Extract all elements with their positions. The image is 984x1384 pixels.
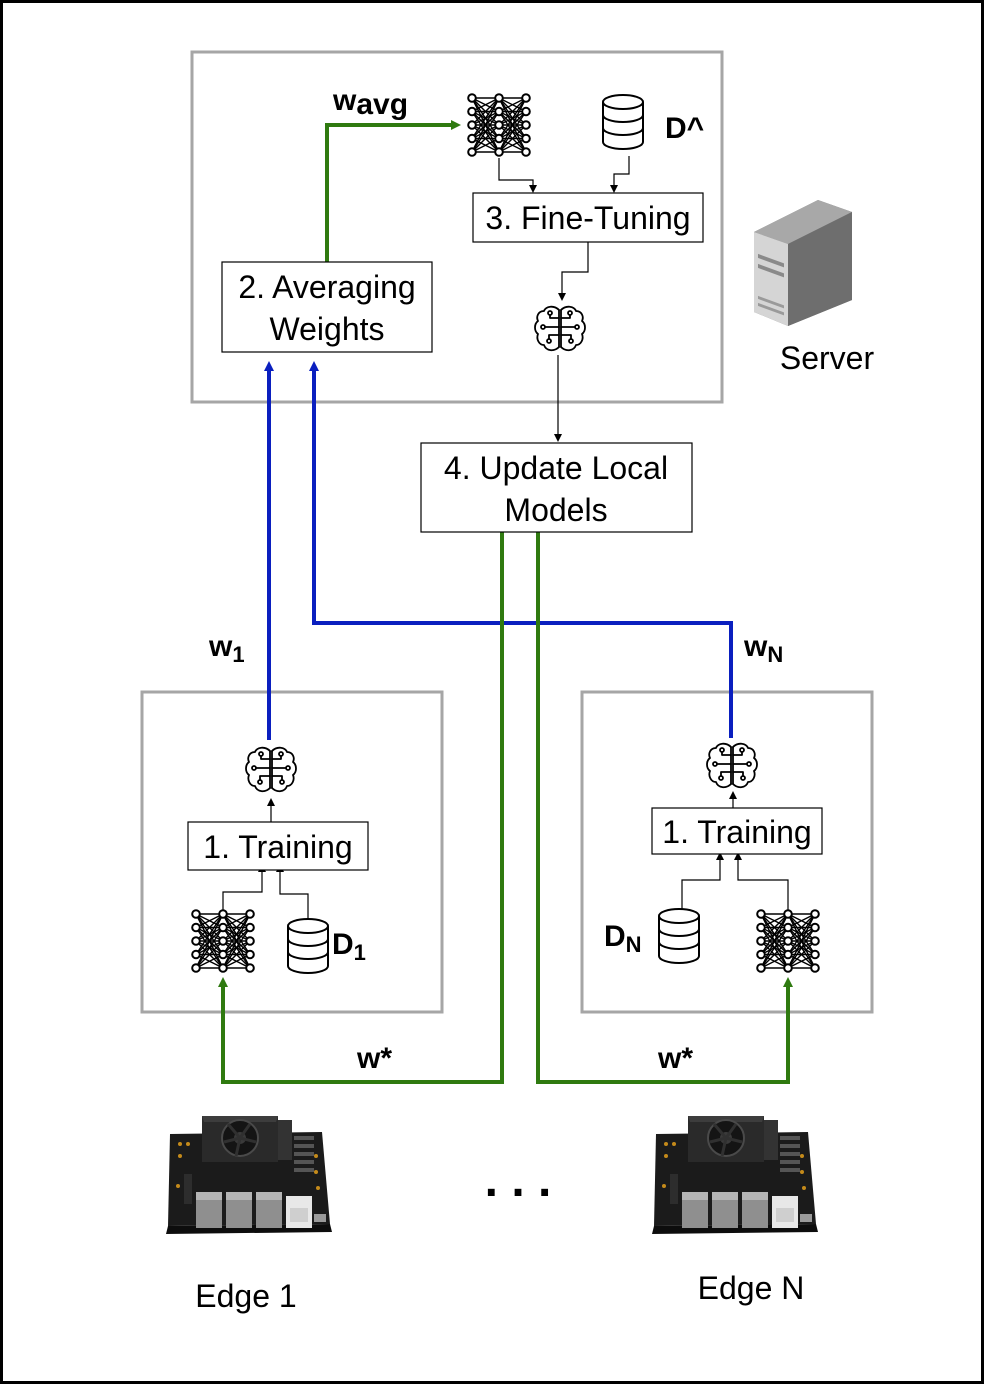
database-icon	[602, 94, 644, 150]
edge1-container	[140, 690, 444, 1014]
training1-label: 1. Training	[203, 829, 352, 865]
upload-arrow-wN	[309, 361, 733, 738]
finetuning-node: 3. Fine-Tuning	[472, 192, 704, 243]
update-node: 4. Update Local Models	[420, 442, 693, 533]
edge1-label: Edge 1	[195, 1278, 296, 1314]
w1-label: w1	[208, 630, 245, 667]
connector-model-finetune	[498, 158, 537, 193]
server-tower-icon	[754, 200, 852, 326]
database-icon	[287, 918, 329, 974]
connector-finetune-brain	[558, 242, 589, 301]
server-container	[190, 50, 724, 404]
connector-model-trainingN	[734, 852, 789, 912]
connector-data-finetune	[610, 156, 630, 193]
dataset-edge1-label: D1	[332, 928, 366, 965]
training1-node: 1. Training	[187, 821, 369, 871]
avg-weights-arrow	[325, 120, 461, 262]
edgeN-container	[580, 690, 874, 1014]
download-arrow-edgeN	[536, 532, 793, 1084]
averaging-node: 2. Averaging Weights	[221, 261, 433, 353]
connector-data-training1	[276, 864, 309, 920]
averaging-line2: Weights	[269, 311, 384, 347]
averaging-line1: 2. Averaging	[238, 269, 415, 305]
download-arrow-edge1	[218, 532, 504, 1084]
wN-label: wN	[743, 630, 783, 667]
dataset-server-label: D^	[665, 112, 704, 145]
ellipsis: . . .	[485, 1154, 552, 1207]
finetuning-label: 3. Fine-Tuning	[485, 200, 690, 236]
update-line2: Models	[504, 492, 607, 528]
update-line1: 4. Update Local	[444, 450, 668, 486]
trainingN-node: 1. Training	[651, 807, 823, 855]
connector-model-training1	[222, 864, 266, 912]
database-icon	[658, 908, 700, 964]
w-avg-label: wavg	[332, 84, 408, 121]
w-star-left-label: w*	[356, 1042, 392, 1075]
server-label: Server	[780, 340, 875, 376]
connector-data-trainingN	[681, 852, 724, 910]
dataset-edgeN-label: DN	[604, 920, 642, 957]
trainingN-label: 1. Training	[662, 814, 811, 850]
edgeN-label: Edge N	[698, 1270, 805, 1306]
w-star-right-label: w*	[657, 1042, 693, 1075]
